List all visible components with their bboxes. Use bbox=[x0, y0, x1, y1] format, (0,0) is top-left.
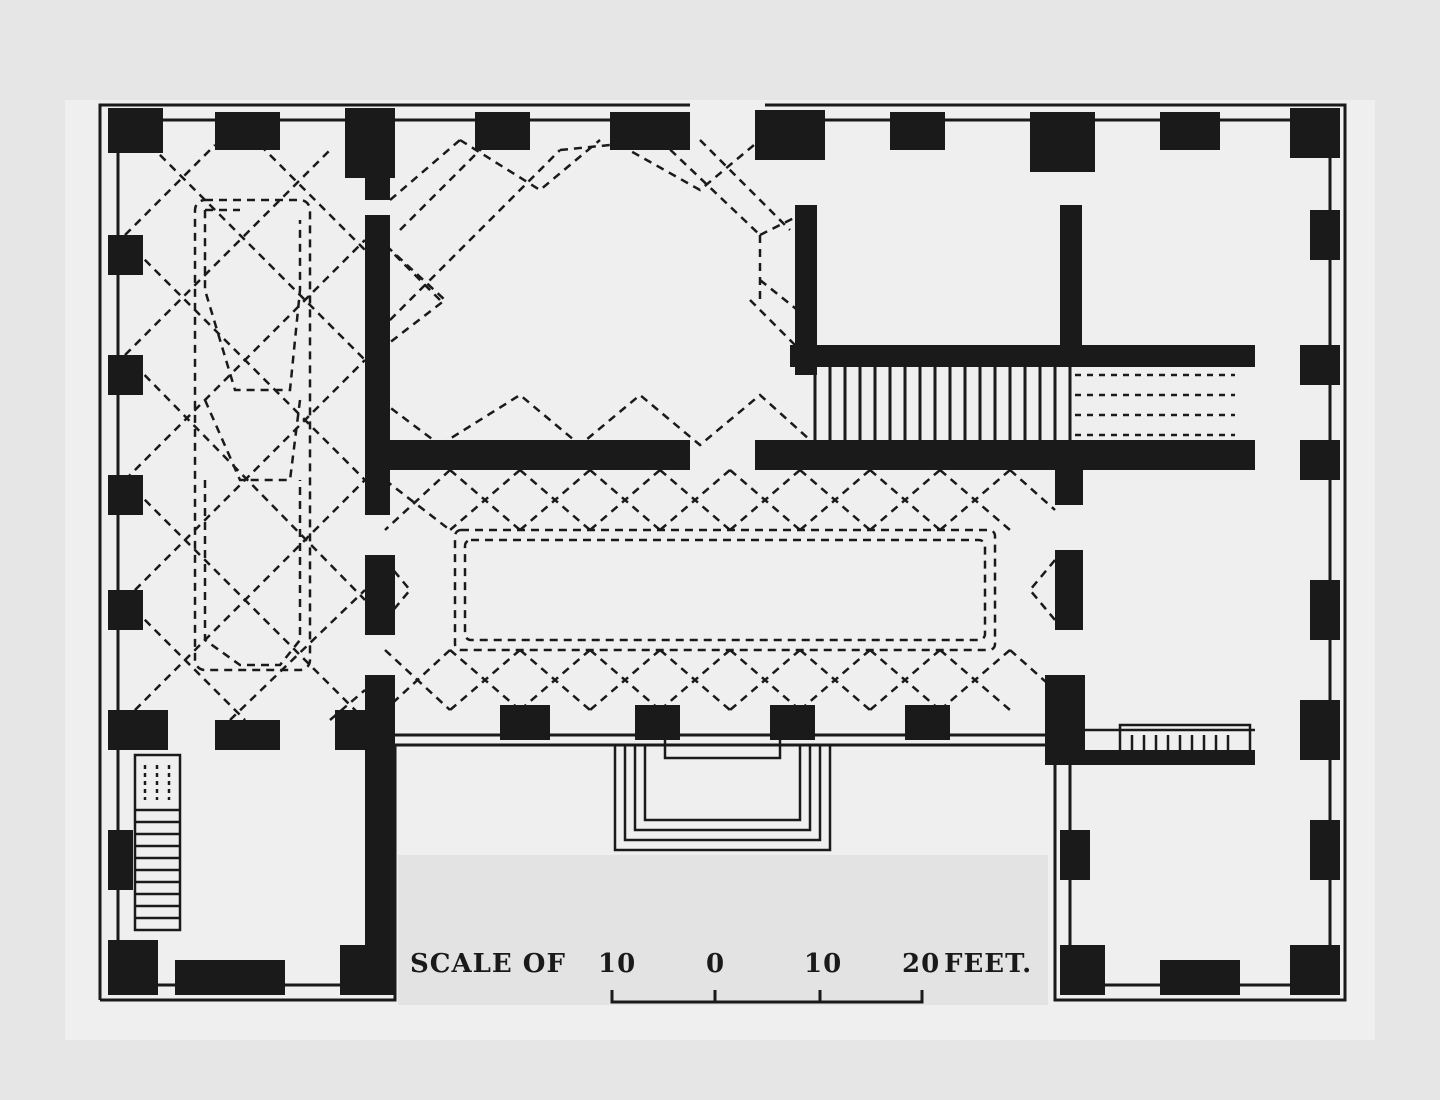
scale-caption: SCALE OF bbox=[410, 949, 566, 979]
scale-label-panel bbox=[398, 855, 1048, 1005]
scale-ruler bbox=[610, 990, 924, 1004]
solid-walls bbox=[108, 108, 1340, 995]
scale-bar: SCALE OF 10 0 10 20 FEET. bbox=[410, 949, 1032, 1004]
side-staircase bbox=[133, 723, 1255, 932]
scale-tick-label-20: 20 bbox=[902, 949, 940, 979]
scale-tick-label-10-left: 10 bbox=[598, 949, 636, 979]
entrance-steps bbox=[613, 740, 832, 852]
scale-tick-label-0: 0 bbox=[706, 949, 725, 979]
scale-tick-label-10-right: 10 bbox=[804, 949, 842, 979]
main-staircase bbox=[813, 363, 1072, 447]
scale-unit-label: FEET. bbox=[944, 949, 1032, 979]
vault-lines bbox=[124, 138, 1235, 721]
